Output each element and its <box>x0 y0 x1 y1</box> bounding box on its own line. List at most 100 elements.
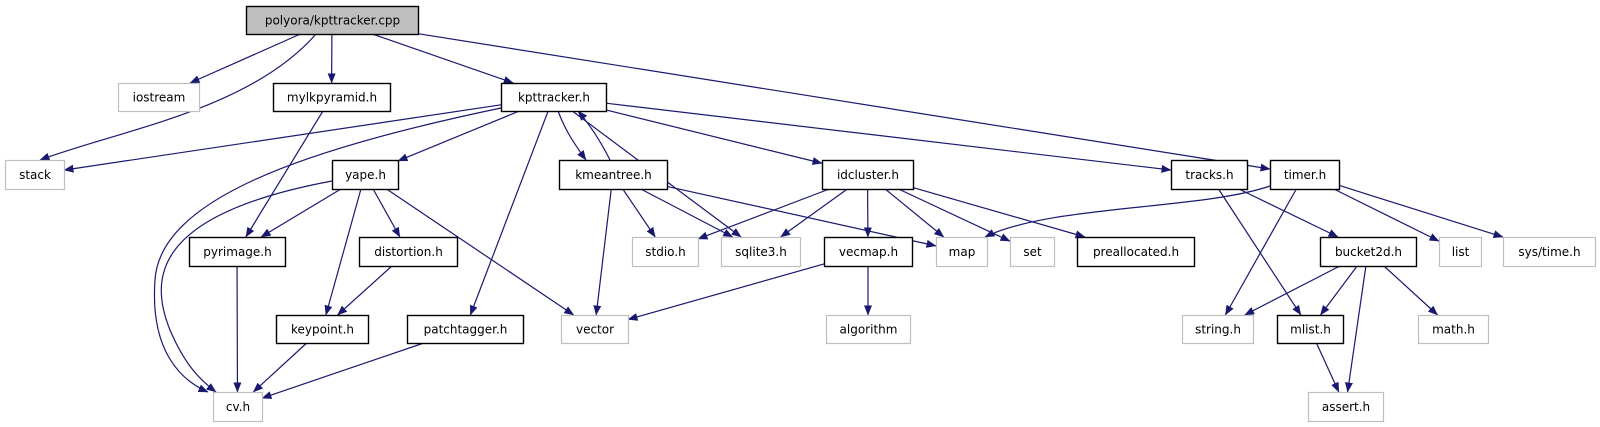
edge-timer-to-list <box>1333 188 1440 242</box>
node-box <box>821 159 915 191</box>
node-preallocated[interactable]: preallocated.h <box>1076 236 1196 268</box>
node-cpp[interactable]: polyora/kpttracker.cpp <box>245 5 420 36</box>
node-label: kpttracker.h <box>518 91 590 105</box>
edge-yape-to-cv <box>160 180 333 393</box>
edge-idcluster-to-stdio <box>697 188 830 240</box>
edge-vecmap-to-vector <box>627 263 825 321</box>
node-label: string.h <box>1195 323 1241 337</box>
node-label: cv.h <box>226 400 250 414</box>
node-label: sys/time.h <box>1518 245 1580 259</box>
node-yape[interactable]: yape.h <box>331 159 400 191</box>
node-box <box>1438 236 1483 268</box>
node-list: list <box>1438 236 1483 268</box>
node-label: set <box>1023 245 1042 259</box>
edge-timer-to-map <box>984 185 1271 238</box>
node-label: tracks.h <box>1185 168 1233 182</box>
node-label: mlist.h <box>1290 323 1331 337</box>
node-keypoint[interactable]: keypoint.h <box>275 314 370 345</box>
node-box <box>560 314 630 345</box>
node-label: algorithm <box>840 323 898 337</box>
node-box <box>1502 236 1597 268</box>
node-box <box>825 314 912 345</box>
node-math: math.h <box>1417 314 1490 345</box>
node-box <box>331 159 400 191</box>
node-box <box>406 314 525 345</box>
node-map: map <box>935 236 989 268</box>
node-string: string.h <box>1181 314 1255 345</box>
edge-kmeantree-to-sqlite3 <box>640 188 734 238</box>
node-label: map <box>949 245 976 259</box>
edge-kpttracker-to-cv <box>153 107 502 393</box>
node-label: patchtagger.h <box>424 323 508 337</box>
node-label: vector <box>576 323 614 337</box>
node-box <box>245 5 420 36</box>
edge-mlist-to-assert <box>1315 342 1340 393</box>
edges <box>39 33 1504 399</box>
node-box <box>1181 314 1255 345</box>
edge-kmeantree-to-stdio <box>622 188 656 238</box>
node-box <box>1170 159 1249 191</box>
edge-bucket2d-to-mlist <box>1319 265 1358 316</box>
node-iostream: iostream <box>117 82 201 113</box>
node-distortion[interactable]: distortion.h <box>358 236 459 268</box>
node-box <box>558 159 669 191</box>
edge-timer-to-string <box>1224 188 1297 316</box>
edge-mylkpyramid-to-pyrimage <box>245 110 324 238</box>
edge-kpttracker-to-patchtagger <box>469 110 549 316</box>
edge-kpttracker-to-tracks <box>605 102 1172 173</box>
edge-cpp-to-kpttracker <box>372 33 514 84</box>
node-pyrimage[interactable]: pyrimage.h <box>188 236 287 268</box>
node-box <box>272 82 392 113</box>
edge-kmeantree-to-map <box>666 185 937 248</box>
node-label: math.h <box>1432 323 1475 337</box>
node-box <box>1417 314 1490 345</box>
node-box <box>500 82 608 113</box>
edge-cpp-to-stack <box>39 33 317 161</box>
node-timer[interactable]: timer.h <box>1269 159 1341 191</box>
node-label: stdio.h <box>645 245 685 259</box>
node-label: polyora/kpttracker.cpp <box>265 14 400 28</box>
node-label: distortion.h <box>374 245 443 259</box>
nodes: polyora/kpttracker.cpp iostream mylkpyrami… <box>4 5 1597 423</box>
node-label: pyrimage.h <box>203 245 271 259</box>
node-box <box>117 82 201 113</box>
edge-cpp-to-timer <box>417 33 1271 172</box>
node-mlist[interactable]: mlist.h <box>1276 314 1345 345</box>
node-box <box>935 236 989 268</box>
node-kmeantree[interactable]: kmeantree.h <box>558 159 669 191</box>
edge-idcluster-to-preallocated <box>912 186 1086 239</box>
node-box <box>212 391 264 423</box>
node-bucket2d[interactable]: bucket2d.h <box>1319 236 1418 268</box>
node-vecmap[interactable]: vecmap.h <box>823 236 914 268</box>
edge-yape-to-pyrimage <box>260 188 342 238</box>
edge-idcluster-to-sqlite3 <box>780 188 848 238</box>
edge-kpttracker-to-idcluster <box>605 109 823 165</box>
node-mylkpyramid[interactable]: mylkpyramid.h <box>272 82 392 113</box>
edge-bucket2d-to-assert <box>1345 265 1367 393</box>
edge-idcluster-to-map <box>884 188 945 238</box>
node-patchtagger[interactable]: patchtagger.h <box>406 314 525 345</box>
node-idcluster[interactable]: idcluster.h <box>821 159 915 191</box>
node-box <box>1009 236 1056 268</box>
node-tracks[interactable]: tracks.h <box>1170 159 1249 191</box>
node-cv: cv.h <box>212 391 264 423</box>
edge-bucket2d-to-math <box>1383 265 1439 316</box>
node-box <box>1076 236 1196 268</box>
node-label: sqlite3.h <box>735 245 787 259</box>
node-label: iostream <box>133 91 186 105</box>
node-kpttracker[interactable]: kpttracker.h <box>500 82 608 113</box>
node-box <box>1269 159 1341 191</box>
edge-bucket2d-to-string <box>1244 265 1341 316</box>
node-label: timer.h <box>1284 168 1326 182</box>
node-label: keypoint.h <box>291 323 354 337</box>
node-assert: assert.h <box>1307 391 1385 423</box>
node-box <box>720 236 802 268</box>
node-label: bucket2d.h <box>1335 245 1402 259</box>
node-box <box>275 314 370 345</box>
node-box <box>1276 314 1345 345</box>
node-set: set <box>1009 236 1056 268</box>
node-sqlite3: sqlite3.h <box>720 236 802 268</box>
node-box <box>358 236 459 268</box>
node-box <box>188 236 287 268</box>
